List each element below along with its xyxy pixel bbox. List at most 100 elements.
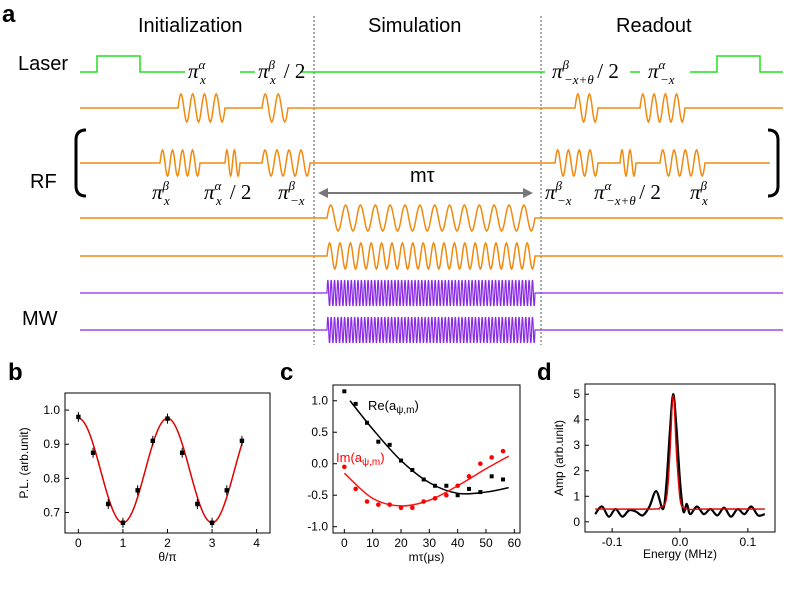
laser-trace (80, 55, 783, 73)
chart-d-series-fit (595, 394, 765, 511)
chart-c-xtick-label: 50 (479, 536, 493, 550)
chart-b-point (106, 501, 111, 507)
pulse-label-top-2: πβ−x+θ / 2 (552, 57, 619, 87)
rf-trace-3 (80, 203, 783, 233)
chart-d-xtick-label: 0.0 (672, 535, 689, 549)
row-label-mw: MW (22, 308, 58, 330)
chart-c-ytick-label: -1.0 (307, 520, 328, 534)
chart-c-point-re (421, 477, 426, 482)
duration-arrow (318, 188, 533, 198)
chart-c-series-label-1: Im(aψ,m) (336, 450, 385, 468)
chart-b-ytick-label: 0.8 (43, 471, 60, 485)
chart-c-point-im (410, 505, 415, 511)
chart-d-ytick-label: 5 (573, 387, 580, 401)
chart-c-xtick-label: 30 (423, 536, 437, 550)
section-simulation: Simulation (368, 15, 461, 37)
chart-c-point-re (387, 442, 392, 447)
chart-c-point-re (501, 477, 505, 482)
chart-c-point-im (489, 455, 494, 460)
chart-d-ytick-label: 4 (573, 413, 580, 427)
chart-c-frame (332, 384, 521, 534)
chart-c-point-im (387, 502, 392, 507)
chart-b-ytick-label: 0.7 (43, 506, 60, 520)
row-label-laser: Laser (18, 53, 68, 75)
pulse-label-bottom-2: πβ−x (278, 178, 305, 208)
chart-d-series-data (594, 393, 766, 518)
chart-d-xtick-label: -0.1 (602, 535, 623, 549)
panel-a: a Initialization Simulation Readout Lase… (2, 1, 783, 345)
panel-d-letter: d (537, 359, 552, 386)
chart-b-point (224, 488, 229, 493)
chart-c-point-re (376, 439, 381, 444)
pulse-label-top-3: πα−x (648, 57, 675, 87)
chart-c-ytick-label: 1.0 (311, 394, 328, 408)
chart-c-fit-0 (349, 400, 509, 495)
rf-trace-4 (80, 241, 783, 271)
mw-trace-1 (80, 279, 783, 307)
chart-b-ytick-label: 1.0 (43, 403, 60, 417)
chart-c-point-re (399, 458, 403, 463)
chart-c-xlabel: mτ(μs) (409, 550, 445, 564)
chart-d-ytick-label: 3 (573, 438, 580, 452)
chart-b-xtick-label: 4 (253, 536, 260, 550)
chart-c-point-re (410, 468, 415, 473)
chart-c-point-im (364, 499, 370, 504)
chart-b-fit-curve (78, 417, 244, 524)
section-readout: Readout (616, 15, 692, 37)
chart-d-ylabel: Amp (arb.unit) (552, 420, 566, 496)
chart-b-ylabel: P.L. (arb.unit) (17, 427, 31, 498)
chart-b-point (76, 414, 81, 420)
chart-c-point-im (432, 496, 438, 501)
chart-c-xtick-label: 0 (341, 536, 348, 550)
chart-b-xtick-label: 0 (75, 536, 82, 550)
chart-c-xtick-label: 10 (366, 536, 380, 550)
row-label-rf: RF (30, 171, 57, 193)
rf-trace-2 (80, 148, 770, 178)
chart-c-xtick-label: 20 (394, 536, 408, 550)
chart-b-point (120, 520, 126, 525)
rf-bracket-left (74, 128, 87, 198)
chart-b-point (90, 450, 96, 455)
mw-trace-2 (80, 316, 783, 344)
chart-c-point-re (353, 401, 358, 406)
rf-trace-1 (80, 92, 783, 124)
panel-a-letter: a (2, 1, 16, 28)
chart-d-xlabel: Energy (MHz) (643, 547, 717, 561)
chart-c-ytick-label: 0.0 (311, 457, 328, 471)
chart-b-point (135, 488, 140, 493)
chart-c-ytick-label: -0.5 (307, 488, 328, 502)
chart-c-ytick-label: 0.5 (311, 425, 328, 439)
chart-c-point-im (455, 483, 460, 489)
chart-c-point-re (489, 474, 494, 479)
chart-c-point-im (478, 461, 483, 467)
chart-c-point-re (365, 420, 369, 425)
chart-b-point (239, 438, 245, 444)
chart-c-point-im (444, 492, 449, 498)
chart-b-point (150, 438, 155, 444)
chart-c-point-im (500, 448, 506, 454)
chart-b-xlabel: θ/π (158, 550, 176, 564)
chart-c-point-re (444, 483, 449, 488)
chart-c-point-im (353, 486, 358, 492)
chart-b-ytick-label: 0.9 (43, 437, 60, 451)
chart-c-point-re (478, 490, 483, 495)
chart-d-ytick-label: 2 (573, 464, 580, 478)
pulse-label-bottom-3: πβ−x (545, 178, 572, 208)
chart-c-xtick-label: 60 (508, 536, 522, 550)
chart-d-ytick-label: 1 (573, 489, 580, 503)
chart-c-series-label-0: Re(aψ,m) (368, 398, 419, 416)
chart-b-xtick-label: 1 (120, 536, 127, 550)
panel-b-letter: b (8, 359, 23, 386)
chart-b-xtick-label: 3 (209, 536, 216, 550)
chart-c-point-re (342, 389, 347, 394)
chart-c-point-im (466, 474, 472, 479)
chart-c-point-im (421, 499, 426, 504)
